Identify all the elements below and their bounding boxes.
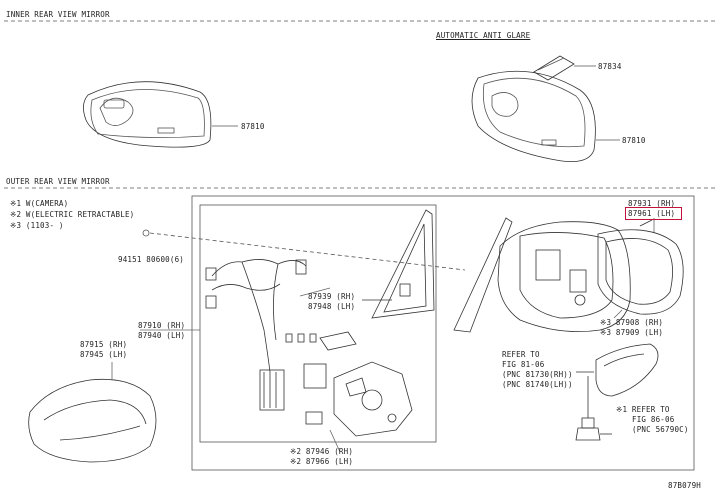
inner-mirror-87810-a <box>83 81 238 148</box>
note-date-range: ※3 (1103- ) <box>10 221 64 230</box>
part-87908[interactable]: ※3 87908 (RH) <box>600 318 664 327</box>
part-87931[interactable]: 87931 (RH) <box>628 199 676 208</box>
bolts <box>285 331 357 389</box>
assembly-frame <box>191 195 695 471</box>
part-94151[interactable]: 94151 80600(6) <box>118 255 185 264</box>
wire-harness <box>205 259 323 425</box>
garnish-87939 <box>362 209 435 319</box>
wiring-subframe <box>199 204 437 443</box>
part-87939[interactable]: 87939 (RH) <box>308 292 356 301</box>
ref1-line1[interactable]: REFER TO <box>502 350 540 359</box>
part-87810-a[interactable]: 87810 <box>241 122 265 131</box>
part-87834[interactable]: 87834 <box>598 62 622 71</box>
screw-94151 <box>142 229 150 237</box>
camera <box>575 376 612 441</box>
part-87810-b[interactable]: 87810 <box>622 136 646 145</box>
note-camera: ※1 W(CAMERA) <box>10 199 69 208</box>
turn-signal-lamp <box>576 343 659 397</box>
mirror-housing <box>453 217 631 333</box>
part-87915[interactable]: 87915 (RH) <box>80 340 128 349</box>
ref2-line2[interactable]: FIG 86-06 <box>632 415 675 424</box>
ref2-line1[interactable]: ※1 REFER TO <box>616 405 670 414</box>
part-87961[interactable]: 87961 (LH) <box>628 209 676 218</box>
mirror-glass-87931 <box>597 219 684 315</box>
inner-section-title: INNER REAR VIEW MIRROR <box>6 10 110 19</box>
ref1-line2[interactable]: FIG 81-06 <box>502 360 545 369</box>
ref2-line3: (PNC 56790C) <box>632 425 689 434</box>
outer-section-title: OUTER REAR VIEW MIRROR <box>6 177 110 186</box>
mirror-actuator <box>333 361 413 437</box>
part-87946[interactable]: ※2 87946 (RH) <box>290 447 354 456</box>
mirror-cover-87915 <box>28 379 157 463</box>
auto-anti-glare-title: AUTOMATIC ANTI GLARE <box>436 31 531 40</box>
note-retractable: ※2 W(ELECTRIC RETRACTABLE) <box>10 210 135 219</box>
figure-code: 87B079H <box>668 481 702 490</box>
part-87909[interactable]: ※3 87909 (LH) <box>600 328 664 337</box>
part-87966[interactable]: ※2 87966 (LH) <box>290 457 354 466</box>
leader-lines <box>111 218 655 453</box>
inner-mirror-87810-b <box>471 55 620 163</box>
part-87945[interactable]: 87945 (LH) <box>80 350 128 359</box>
part-87910[interactable]: 87910 (RH) <box>138 321 186 330</box>
part-87948[interactable]: 87948 (LH) <box>308 302 356 311</box>
ref1-line3: (PNC 81730(RH)) <box>502 370 573 379</box>
highlight-box <box>625 207 682 220</box>
part-87940[interactable]: 87940 (LH) <box>138 331 186 340</box>
ref1-line4: (PNC 81740(LH)) <box>502 380 573 389</box>
